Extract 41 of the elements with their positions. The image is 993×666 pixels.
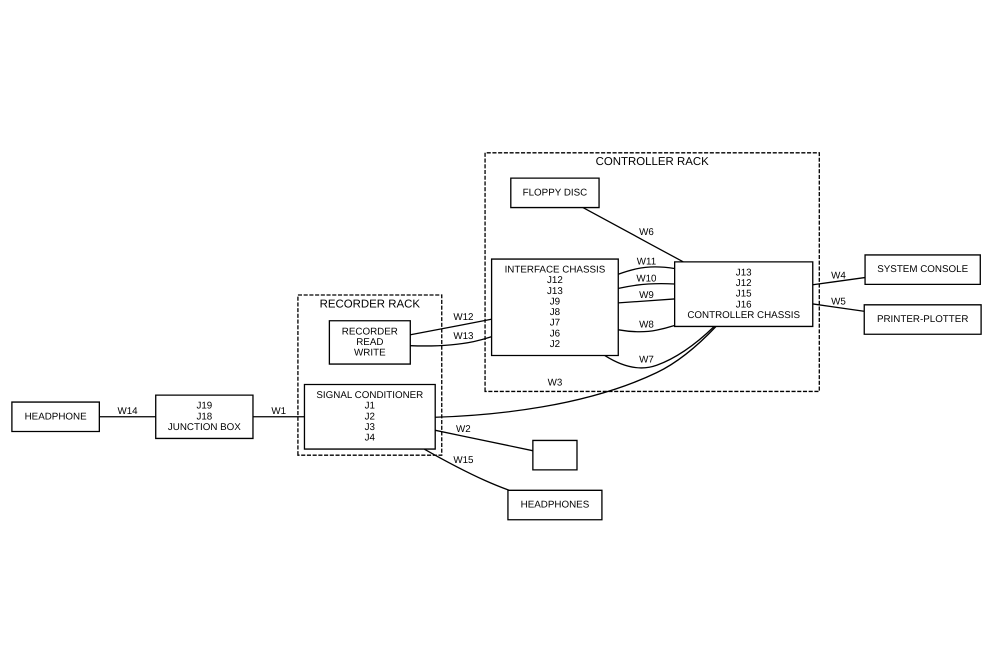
node-box: J19 J18 JUNCTION BOX [155, 394, 254, 440]
connector [424, 448, 510, 491]
node-box: FLOPPY DISC [510, 177, 600, 208]
edge-label: W10 [636, 274, 657, 285]
edge-label: W12 [453, 312, 474, 324]
connector [618, 324, 675, 332]
edge-label: W4 [831, 270, 846, 282]
node-box: J13 J12 J15 J16 CONTROLLER CHASSIS [674, 261, 814, 328]
connector [253, 416, 304, 418]
node-box: INTERFACE CHASSIS J12 J13 J9 J8 J7 J6 J2 [490, 258, 619, 356]
connector [410, 318, 492, 336]
edge-label: W5 [831, 296, 846, 308]
node-box: RECORDER READ WRITE [328, 320, 411, 365]
edge-label: W14 [117, 406, 138, 417]
connector [435, 430, 533, 452]
connector [812, 303, 864, 312]
connector [99, 416, 156, 418]
connector [582, 207, 684, 262]
edge-label: W6 [639, 227, 654, 238]
connector [618, 266, 674, 275]
edge-label: W7 [639, 354, 654, 366]
edge-label: W15 [453, 455, 474, 466]
node-box: SIGNAL CONDITIONER J1 J2 J3 J4 [304, 384, 436, 450]
connector [410, 336, 492, 347]
connector [618, 298, 675, 304]
node-box: HEADPHONES [507, 490, 603, 520]
node-box [532, 440, 578, 471]
connector [812, 276, 865, 286]
connector [435, 326, 716, 418]
edge-label: W13 [453, 330, 474, 342]
node-box: SYSTEM CONSOLE [864, 254, 981, 286]
edge-label: W2 [456, 424, 471, 435]
edge-label: W1 [271, 406, 286, 417]
edge-label: W3 [548, 377, 562, 388]
edge-label: W9 [639, 290, 654, 301]
edge-label: W11 [636, 256, 656, 268]
edge-label: W8 [639, 319, 654, 330]
node-box: PRINTER-PLOTTER [864, 304, 982, 335]
node-box: HEADPHONE [11, 401, 100, 432]
connector [604, 326, 714, 369]
connector [618, 283, 675, 289]
